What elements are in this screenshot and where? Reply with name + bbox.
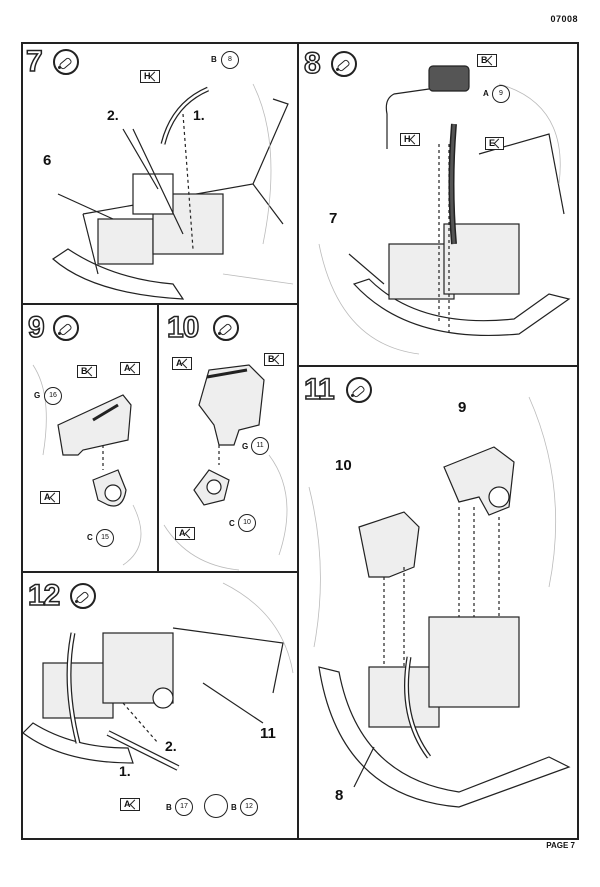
glue-icon bbox=[53, 315, 79, 341]
callout-2: 2. bbox=[165, 738, 177, 754]
callout-1: 1. bbox=[119, 763, 131, 779]
part-11: 11 bbox=[260, 725, 276, 742]
tag-h: H bbox=[140, 70, 160, 83]
glue-icon bbox=[53, 49, 79, 75]
step-8-panel: 8 B A 9 H E 7 bbox=[297, 42, 579, 367]
step-8-illustration bbox=[318, 65, 571, 355]
step-7-panel: 7 H B 8 2. 1. 6 bbox=[21, 42, 299, 305]
step-12-panel: 12 11 2. 1. A B 17 B 12 bbox=[21, 571, 299, 840]
step-number: 7 bbox=[25, 45, 43, 78]
part-7: 7 bbox=[329, 210, 338, 227]
ref-g-letter: G bbox=[242, 442, 249, 451]
ref-b-letter: B bbox=[231, 803, 237, 812]
tag-a: A bbox=[172, 357, 192, 370]
step-number: 8 bbox=[303, 47, 321, 80]
step-number: 11 bbox=[303, 373, 335, 406]
part-8: 8 bbox=[335, 787, 344, 804]
part-9: 9 bbox=[458, 399, 467, 416]
step-10-illustration bbox=[163, 364, 288, 571]
ref-a-part-number: 9 bbox=[492, 85, 510, 103]
glue-icon bbox=[213, 315, 239, 341]
glue-icon bbox=[346, 377, 372, 403]
tag-b: B bbox=[264, 353, 284, 366]
tag-a: A bbox=[40, 491, 60, 504]
step-12-illustration bbox=[23, 582, 294, 771]
tag-h: H bbox=[400, 133, 420, 146]
page-number: PAGE 7 bbox=[546, 841, 575, 850]
part-6: 6 bbox=[43, 152, 52, 169]
document-code: 07008 bbox=[550, 14, 578, 24]
ref-b-part-number: 17 bbox=[175, 798, 193, 816]
tag-b: B bbox=[77, 365, 97, 378]
rotate-model-icon bbox=[204, 794, 228, 818]
ref-b-part-number: 12 bbox=[240, 798, 258, 816]
tag-e: E bbox=[485, 137, 505, 150]
step-number: 12 bbox=[27, 579, 61, 612]
tag-a: A bbox=[120, 798, 140, 811]
ref-b-letter: B bbox=[211, 55, 217, 64]
ref-g-part-number: 16 bbox=[44, 387, 62, 405]
step-9-illustration bbox=[32, 364, 142, 566]
ref-a-letter: A bbox=[483, 89, 489, 98]
tag-a: A bbox=[175, 527, 195, 540]
step-9-panel: 9 B A G 16 A C 15 bbox=[21, 303, 159, 573]
step-10-panel: 10 A B G 11 C 10 A bbox=[157, 303, 299, 573]
ref-g-letter: G bbox=[34, 391, 41, 400]
ref-c-part-number: 10 bbox=[238, 514, 256, 532]
ref-g-part-number: 11 bbox=[251, 437, 269, 455]
glue-icon bbox=[70, 583, 96, 609]
ref-c-letter: C bbox=[87, 533, 93, 542]
tag-b: B bbox=[477, 54, 497, 67]
part-10: 10 bbox=[335, 457, 352, 474]
ref-c-part-number: 15 bbox=[96, 529, 114, 547]
step-11-panel: 11 9 10 8 bbox=[297, 365, 579, 840]
ref-b-part-number: 8 bbox=[221, 51, 239, 69]
step-number: 10 bbox=[166, 311, 200, 344]
callout-2: 2. bbox=[107, 107, 119, 123]
callout-1: 1. bbox=[193, 107, 205, 123]
glue-icon bbox=[331, 51, 357, 77]
step-11-illustration bbox=[308, 396, 571, 808]
step-number: 9 bbox=[27, 311, 45, 344]
tag-a: A bbox=[120, 362, 140, 375]
ref-c-letter: C bbox=[229, 519, 235, 528]
step-7-illustration bbox=[52, 83, 294, 300]
ref-b-letter: B bbox=[166, 803, 172, 812]
